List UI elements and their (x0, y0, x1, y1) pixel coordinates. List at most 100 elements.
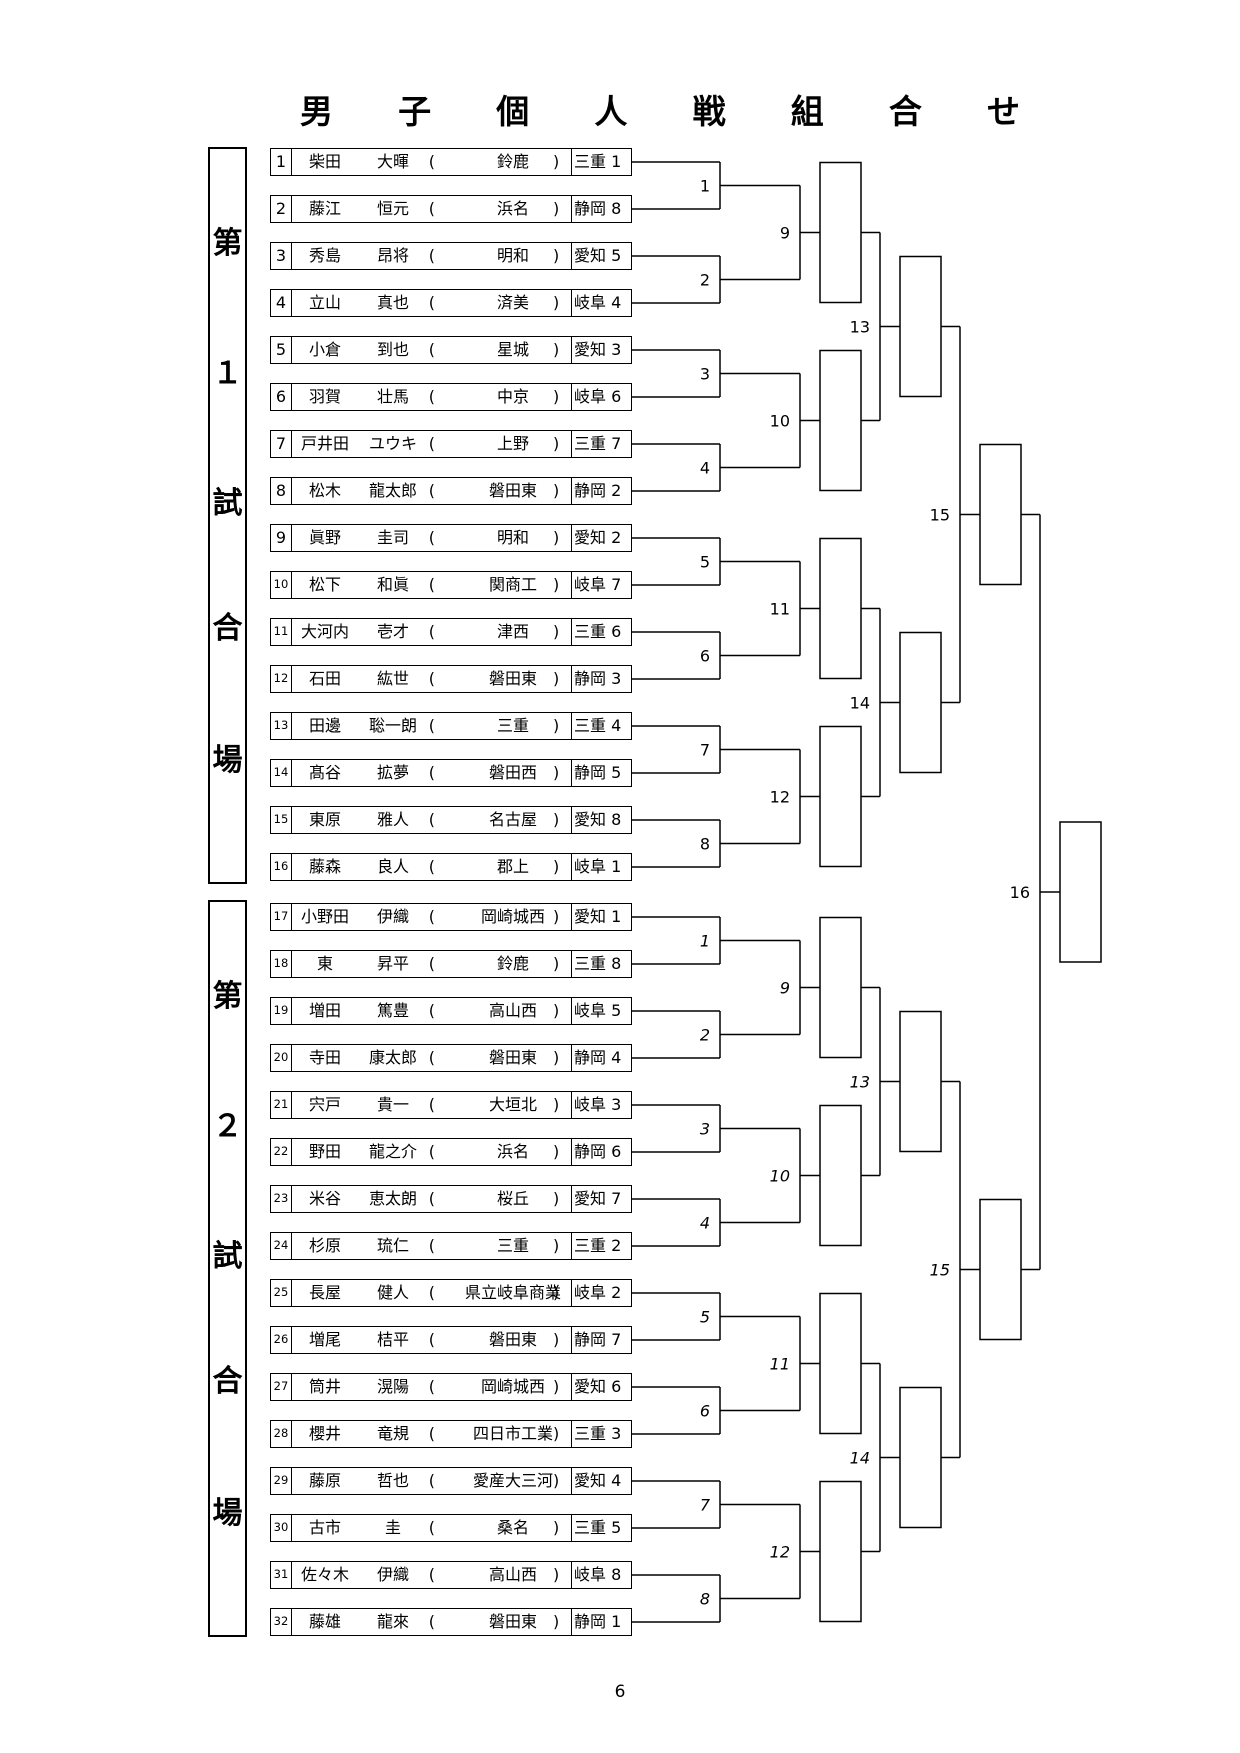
school-name: 三重 (496, 1236, 529, 1255)
entry-number: 2 (271, 196, 292, 222)
score-box (899, 255, 942, 398)
round2-match-label: 11 (770, 1355, 790, 1374)
open-paren: ( (428, 1565, 435, 1584)
round3-match-label: 13 (850, 1073, 870, 1092)
player-surname: 松下 (308, 575, 341, 594)
player-given-name: 康太郎 (368, 1048, 417, 1067)
title-char: 組 (790, 92, 824, 131)
school-name: 高山西 (488, 1565, 537, 1584)
entry-number: 25 (271, 1280, 292, 1306)
prefecture-rank: 愛知 2 (571, 525, 631, 551)
player-surname: 藤森 (308, 857, 341, 876)
close-paren: ) (553, 575, 560, 594)
entry-number: 23 (271, 1186, 292, 1212)
round2-match-label: 9 (780, 224, 790, 243)
prefecture-rank: 愛知 3 (571, 337, 631, 363)
round1-match-label: 2 (700, 1026, 710, 1045)
score-box (819, 161, 862, 304)
entry-number: 17 (271, 904, 292, 930)
player-given-name: 篤豊 (376, 1001, 409, 1020)
round1-match-label: 3 (700, 1120, 710, 1139)
open-paren: ( (428, 293, 435, 312)
prefecture-rank: 愛知 4 (571, 1468, 631, 1494)
round1-match-label: 8 (700, 1590, 710, 1609)
school-name: 桑名 (496, 1518, 529, 1537)
entry-number: 11 (271, 619, 292, 645)
prefecture-rank: 愛知 7 (571, 1186, 631, 1212)
close-paren: ) (553, 1095, 560, 1114)
player-given-name: 昂将 (376, 246, 409, 265)
open-paren: ( (428, 1330, 435, 1349)
open-paren: ( (428, 1424, 435, 1443)
school-name: 鈴鹿 (496, 954, 529, 973)
school-name: 津西 (496, 622, 529, 641)
round1-match-label: 8 (700, 835, 710, 854)
prefecture-rank: 静岡 3 (571, 666, 631, 692)
title-char: 男 (300, 92, 333, 131)
close-paren: ) (553, 763, 560, 782)
player-given-name: 拡夢 (376, 763, 409, 782)
round4-match-label: 15 (930, 506, 950, 525)
school-name: 岡崎城西 (480, 907, 545, 926)
player-surname: 筒井 (308, 1377, 341, 1396)
entry-number: 24 (271, 1233, 292, 1259)
player-surname: 寺田 (308, 1048, 341, 1067)
close-paren: ) (553, 669, 560, 688)
school-name: 明和 (496, 528, 529, 547)
player-given-name: 壱才 (376, 622, 409, 641)
score-box (979, 443, 1022, 586)
player-surname: 宍戸 (308, 1095, 341, 1114)
player-surname: 杉原 (308, 1236, 341, 1255)
player-given-name: 恒元 (376, 199, 409, 218)
player-surname: 増田 (308, 1001, 341, 1020)
close-paren: ) (553, 1189, 560, 1208)
prefecture-rank: 岐阜 4 (571, 290, 631, 316)
close-paren: ) (553, 293, 560, 312)
close-paren: ) (553, 481, 560, 500)
round1-match-label: 5 (700, 1308, 710, 1327)
prefecture-rank: 愛知 6 (571, 1374, 631, 1400)
prefecture-rank: 岐阜 7 (571, 572, 631, 598)
school-name: 三重 (496, 716, 529, 735)
page-title: 男子個人戦組合せ (300, 84, 1020, 134)
player-given-name: 伊織 (376, 907, 409, 926)
prefecture-rank: 岐阜 5 (571, 998, 631, 1024)
prefecture-rank: 愛知 5 (571, 243, 631, 269)
prefecture-rank: 静岡 7 (571, 1327, 631, 1353)
entry-number: 9 (271, 525, 292, 551)
round1-match-label: 4 (700, 459, 710, 478)
school-name: 浜名 (496, 199, 529, 218)
open-paren: ( (428, 810, 435, 829)
player-surname: 米谷 (308, 1189, 341, 1208)
entry-number: 7 (271, 431, 292, 457)
school-name: 鈴鹿 (496, 152, 529, 171)
player-given-name: 雅人 (376, 810, 409, 829)
open-paren: ( (428, 246, 435, 265)
prefecture-rank: 岐阜 8 (571, 1562, 631, 1588)
player-surname: 古市 (308, 1518, 341, 1537)
close-paren: ) (553, 340, 560, 359)
player-surname: 佐々木 (300, 1565, 349, 1584)
round1-match-label: 7 (700, 741, 710, 760)
close-paren: ) (553, 387, 560, 406)
round3-match-label: 13 (850, 318, 870, 337)
player-surname: 東原 (308, 810, 341, 829)
entry-number: 3 (271, 243, 292, 269)
school-name: 磐田東 (488, 1612, 537, 1631)
prefecture-rank: 三重 4 (571, 713, 631, 739)
open-paren: ( (428, 1095, 435, 1114)
player-given-name: 壮馬 (376, 387, 409, 406)
player-given-name: 貴一 (376, 1095, 409, 1114)
prefecture-rank: 静岡 4 (571, 1045, 631, 1071)
